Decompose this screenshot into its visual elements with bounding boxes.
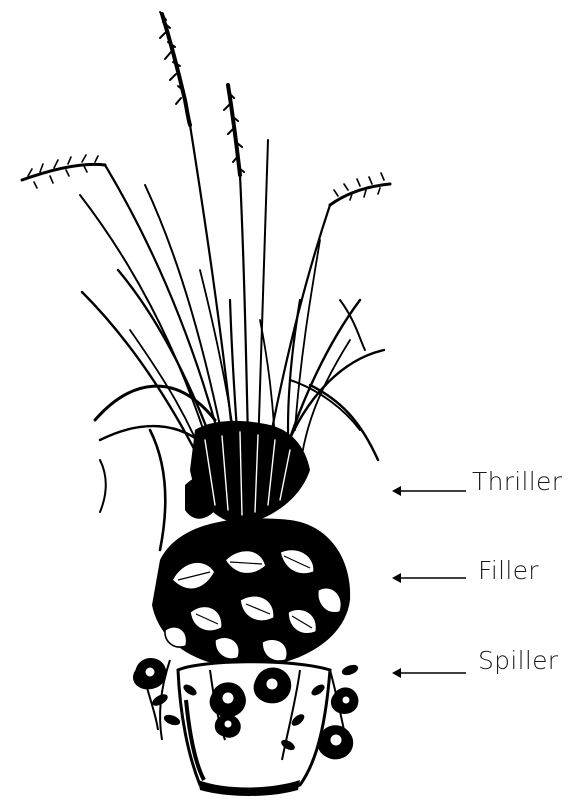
spiller-label: Spiller [478,646,558,675]
grass-base [185,421,310,525]
spiller-arrow [392,668,466,678]
flower [318,726,353,759]
filler-label: Filler [478,556,539,585]
flower [134,658,166,688]
flower [254,668,291,703]
thriller-label: Thriller [472,467,562,496]
thriller-arrow [392,486,466,496]
pot [178,662,330,796]
flower [215,715,240,738]
filler-leaves [152,518,350,668]
filler-arrow [392,573,466,583]
label-arrows [392,486,466,678]
flower [210,683,245,717]
